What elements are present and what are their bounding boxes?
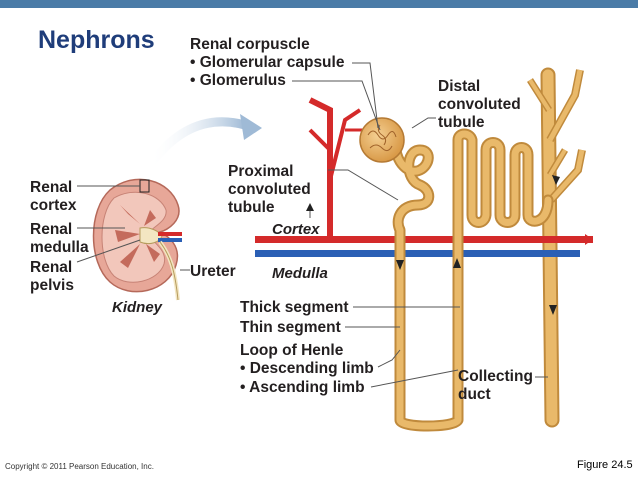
label-loop-of-henle: Loop of Henle bbox=[240, 342, 344, 359]
label-proximal-2: convoluted bbox=[228, 181, 311, 198]
label-distal-3: tubule bbox=[438, 114, 485, 131]
label-cortex: Cortex bbox=[272, 221, 320, 238]
kidney-illustration bbox=[92, 178, 182, 301]
figure-number: Figure 24.5 bbox=[577, 459, 633, 471]
artery-band bbox=[255, 236, 593, 243]
label-renal-medulla-2: medulla bbox=[30, 239, 89, 256]
label-glomerulus: • Glomerulus bbox=[190, 72, 286, 89]
top-accent-bar bbox=[0, 0, 638, 8]
pointer-arrow bbox=[145, 117, 250, 170]
label-thin-segment: Thin segment bbox=[240, 319, 341, 336]
label-ureter: Ureter bbox=[190, 263, 236, 280]
nephron-tubule bbox=[389, 128, 554, 432]
label-thick-segment: Thick segment bbox=[240, 299, 349, 316]
label-renal-cortex-2: cortex bbox=[30, 197, 77, 214]
label-distal-2: convoluted bbox=[438, 96, 521, 113]
copyright-text: Copyright © 2011 Pearson Education, Inc. bbox=[5, 462, 154, 471]
label-renal-medulla-1: Renal bbox=[30, 221, 72, 238]
label-renal-pelvis-1: Renal bbox=[30, 259, 72, 276]
label-collecting-2: duct bbox=[458, 386, 491, 403]
label-collecting-1: Collecting bbox=[458, 368, 533, 385]
label-medulla: Medulla bbox=[272, 265, 328, 282]
label-renal-pelvis-2: pelvis bbox=[30, 277, 74, 294]
glomerulus-illustration bbox=[359, 117, 405, 163]
collecting-duct bbox=[527, 67, 586, 428]
label-kidney: Kidney bbox=[112, 299, 163, 316]
label-glomerular-capsule: • Glomerular capsule bbox=[190, 54, 345, 71]
label-descending-limb: • Descending limb bbox=[240, 360, 374, 377]
label-ascending-limb: • Ascending limb bbox=[240, 379, 365, 396]
slide-title: Nephrons bbox=[38, 26, 155, 54]
vein-band bbox=[255, 250, 580, 257]
label-distal-1: Distal bbox=[438, 78, 480, 95]
label-proximal-3: tubule bbox=[228, 199, 275, 216]
label-renal-corpuscle: Renal corpuscle bbox=[190, 36, 310, 53]
pointer-arrow-head bbox=[240, 114, 262, 140]
leader-lines bbox=[76, 62, 548, 388]
label-proximal-1: Proximal bbox=[228, 163, 293, 180]
label-renal-cortex-1: Renal bbox=[30, 179, 72, 196]
